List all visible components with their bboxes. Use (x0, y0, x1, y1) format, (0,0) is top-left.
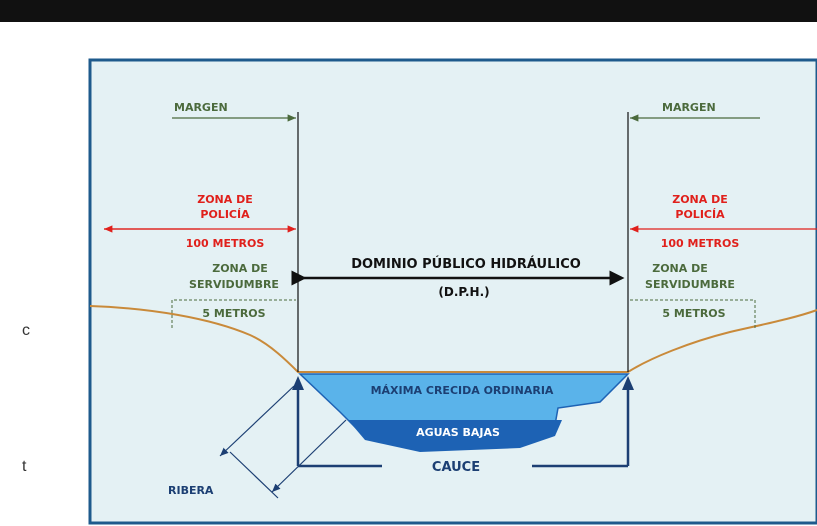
bank-line-inner (271, 419, 347, 493)
max-flood-label: MÁXIMA CRECIDA ORDINARIA (371, 384, 554, 397)
channel-bracket-right (532, 382, 630, 468)
margin-right-label: MARGEN (662, 101, 716, 114)
police-right-distance: 100 METROS (661, 237, 740, 250)
channel-bracket-left (296, 382, 382, 468)
servitude-left-label-1: ZONA DE (212, 262, 268, 275)
left-text-fragment-c: c (22, 322, 30, 339)
servitude-right-bracket (630, 299, 756, 328)
servitude-left-label-2: SERVIDUMBRE (189, 278, 279, 291)
channel-arrowhead-left (292, 376, 304, 390)
channel-label: CAUCE (432, 460, 480, 475)
margin-left-label: MARGEN (174, 101, 228, 114)
servitude-right-label-1: ZONA DE (652, 262, 708, 275)
police-left-label-1: ZONA DE (197, 193, 253, 206)
servitude-right-distance: 5 METROS (662, 307, 725, 320)
bank-line-outer (219, 385, 295, 457)
police-right-label-1: ZONA DE (672, 193, 728, 206)
police-right-label-2: POLICÍA (675, 208, 725, 221)
servitude-left-distance: 5 METROS (202, 307, 265, 320)
bank-crossbar (229, 451, 279, 499)
bank-label: RIBERA (168, 484, 214, 497)
dph-title: DOMINIO PÚBLICO HIDRÁULICO (351, 256, 581, 272)
low-water-area (348, 420, 562, 452)
servitude-left-bracket (171, 299, 296, 328)
low-water-label: AGUAS BAJAS (416, 426, 500, 439)
servitude-right-label-2: SERVIDUMBRE (645, 278, 735, 291)
left-text-fragment-t: t (22, 458, 27, 475)
police-left-label-2: POLICÍA (200, 208, 250, 221)
channel-arrowhead-right (622, 376, 634, 390)
dph-abbreviation: (D.P.H.) (438, 285, 489, 299)
top-bar (0, 0, 817, 22)
police-left-distance: 100 METROS (186, 237, 265, 250)
